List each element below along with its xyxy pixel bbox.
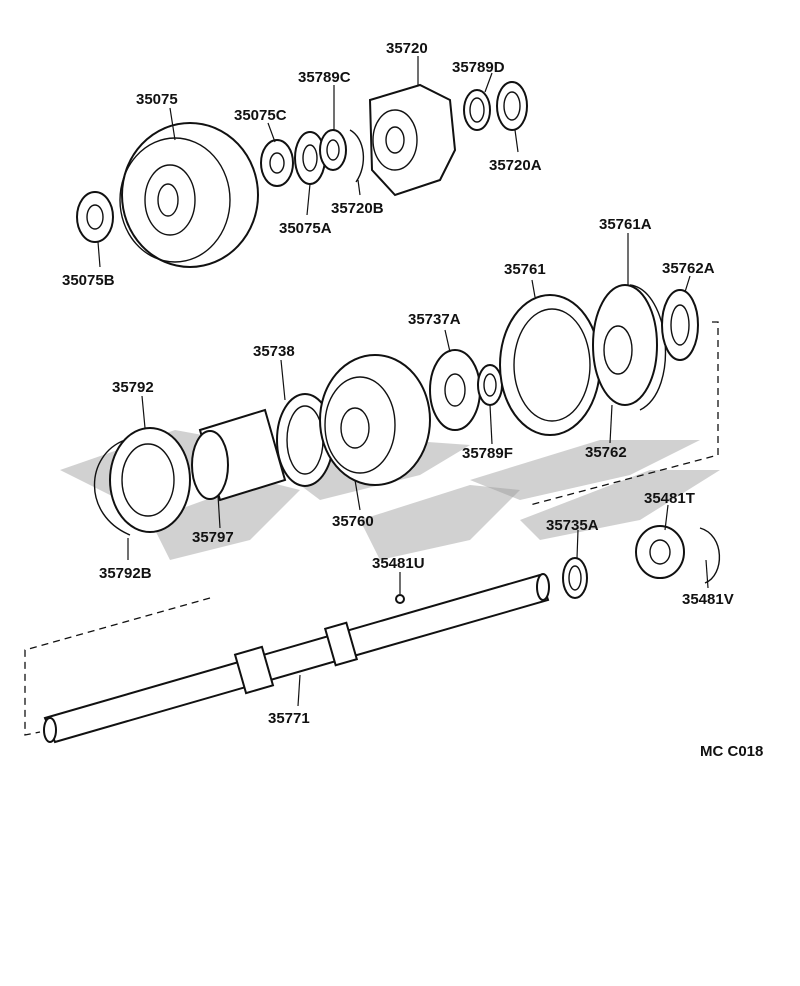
part-35720B-snap-ring [349, 129, 365, 183]
label-35720A: 35720A [489, 157, 542, 174]
part-35797-sleeve [191, 408, 287, 502]
part-35760-gear [319, 354, 431, 486]
label-35075C: 35075C [234, 107, 287, 124]
label-35481T: 35481T [644, 490, 695, 507]
label-35720B: 35720B [331, 200, 384, 217]
part-35792B-snap-ring [93, 439, 131, 536]
label-35762: 35762 [585, 444, 627, 461]
label-35760: 35760 [332, 513, 374, 530]
label-35761: 35761 [504, 261, 546, 278]
label-35771: 35771 [268, 710, 310, 727]
part-35789C-ring [319, 129, 347, 171]
part-35761-ring-gear [499, 294, 601, 436]
label-35762A: 35762A [662, 260, 715, 277]
label-35737A: 35737A [408, 311, 461, 328]
part-35789F-ring [477, 364, 503, 406]
part-35792-hub [109, 427, 191, 533]
part-35735A-ring [562, 557, 588, 599]
label-35738: 35738 [253, 343, 295, 360]
part-35762A-bearing [661, 289, 699, 361]
leader-lines [97, 56, 709, 707]
part-35762-flange [592, 284, 658, 406]
part-35771-shaft [43, 573, 550, 744]
label-35797: 35797 [192, 529, 234, 546]
label-35075B: 35075B [62, 272, 115, 289]
part-35481U-ball [395, 594, 405, 604]
label-35789C: 35789C [298, 69, 351, 86]
part-35075C-washer [260, 139, 294, 187]
part-35720-carrier [368, 83, 457, 197]
part-35720A-bearing [496, 81, 528, 131]
label-35075: 35075 [136, 91, 178, 108]
label-35761A: 35761A [599, 216, 652, 233]
assembly-guide-line [529, 321, 719, 506]
part-35789D-ring [463, 89, 491, 131]
label-35735A: 35735A [546, 517, 599, 534]
diagram-ref-code: MC C018 [700, 743, 763, 760]
label-35792B: 35792B [99, 565, 152, 582]
part-35481V-snap-ring [699, 527, 721, 584]
label-35075A: 35075A [279, 220, 332, 237]
label-35481U: 35481U [372, 555, 425, 572]
label-35720: 35720 [386, 40, 428, 57]
label-35789D: 35789D [452, 59, 505, 76]
part-35481T-gear [635, 525, 685, 579]
label-35789F: 35789F [462, 445, 513, 462]
part-35737A-washer [429, 349, 481, 431]
part-35075B-washer [76, 191, 114, 243]
label-35481V: 35481V [682, 591, 734, 608]
part-35738-ring [276, 393, 334, 487]
shaft-guide-line [24, 597, 211, 736]
label-35792: 35792 [112, 379, 154, 396]
part-35075-drum [119, 122, 259, 268]
